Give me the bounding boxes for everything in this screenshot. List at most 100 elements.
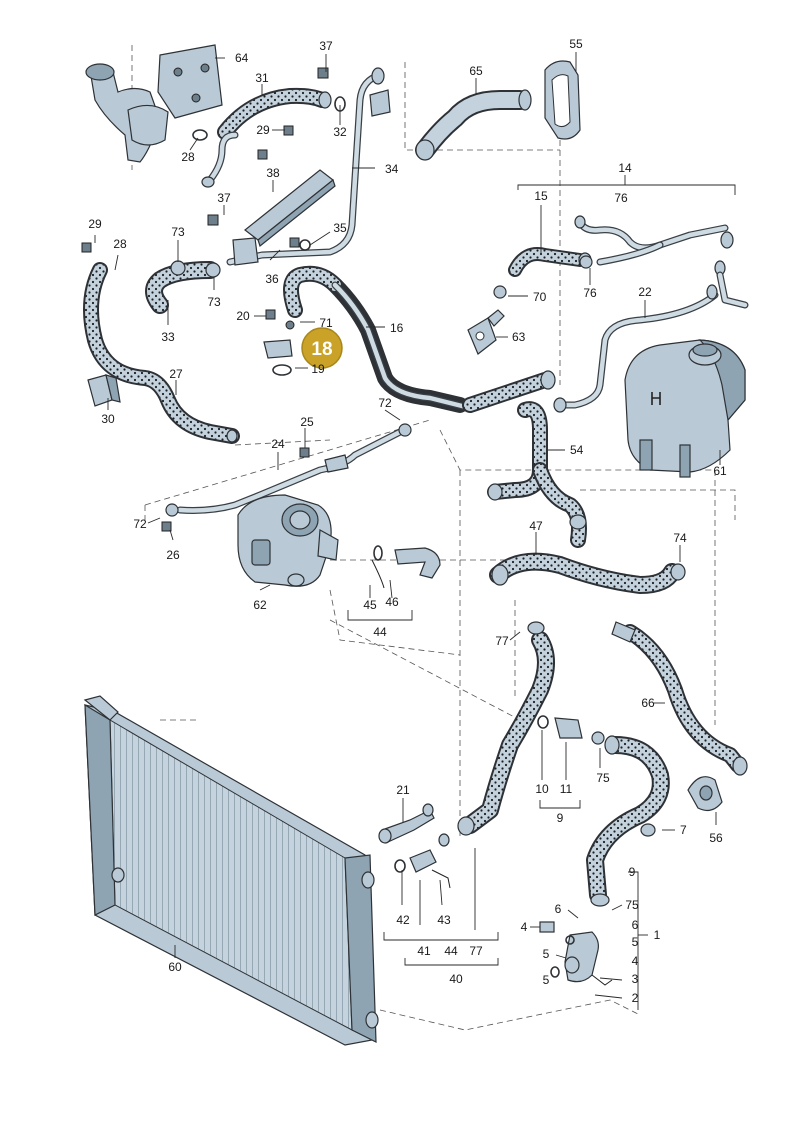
connector-46 bbox=[371, 545, 441, 589]
small-connectors-10-11 bbox=[537, 715, 656, 837]
bracket-63 bbox=[467, 309, 505, 355]
callout-40: 40 bbox=[449, 972, 463, 986]
callout-41: 41 bbox=[417, 944, 431, 958]
callout-5b: 5 bbox=[632, 935, 639, 949]
callout-63: 63 bbox=[512, 330, 526, 344]
hose-16 bbox=[283, 265, 556, 413]
radiator-60 bbox=[83, 695, 379, 1046]
callout-47: 47 bbox=[529, 519, 543, 533]
callout-11: 11 bbox=[560, 782, 573, 796]
connector-assembly-1 bbox=[539, 921, 613, 986]
callout-71: 71 bbox=[319, 316, 333, 330]
callout-42: 42 bbox=[396, 913, 410, 927]
callout-75b: 75 bbox=[625, 898, 639, 912]
expansion-tank-61 bbox=[624, 339, 746, 478]
callout-2: 2 bbox=[632, 991, 639, 1005]
callout-72b: 72 bbox=[133, 517, 147, 531]
callout-10: 10 bbox=[535, 782, 549, 796]
water-pump-62 bbox=[237, 494, 339, 587]
callout-5c: 5 bbox=[543, 973, 550, 987]
callout-77a: 77 bbox=[495, 634, 509, 648]
callout-46: 46 bbox=[385, 595, 399, 609]
callout-6b: 6 bbox=[632, 918, 639, 932]
callout-43: 43 bbox=[437, 913, 451, 927]
heat-shield-38 bbox=[244, 169, 336, 248]
callout-64: 64 bbox=[235, 51, 249, 65]
callout-76b: 76 bbox=[583, 286, 597, 300]
callout-5a: 5 bbox=[543, 947, 550, 961]
callout-37b: 37 bbox=[217, 191, 231, 205]
callout-73b: 73 bbox=[207, 295, 221, 309]
callout-6: 6 bbox=[555, 902, 562, 916]
bolts bbox=[81, 67, 329, 532]
callout-26: 26 bbox=[166, 548, 180, 562]
callout-9a: 9 bbox=[557, 811, 564, 825]
callout-7: 7 bbox=[680, 823, 687, 837]
hose-31 bbox=[217, 87, 346, 140]
callout-34: 34 bbox=[385, 162, 399, 176]
callout-54: 54 bbox=[570, 443, 584, 457]
coolant-flange-housing bbox=[85, 44, 223, 163]
callout-20: 20 bbox=[236, 309, 250, 323]
callout-25: 25 bbox=[300, 415, 314, 429]
callout-1: 1 bbox=[654, 928, 661, 942]
callout-55: 55 bbox=[569, 37, 583, 51]
callout-44b: 44 bbox=[444, 944, 458, 958]
callout-37a: 37 bbox=[319, 39, 333, 53]
hose-66 bbox=[611, 621, 748, 776]
callout-24: 24 bbox=[271, 437, 285, 451]
callout-38: 38 bbox=[266, 166, 280, 180]
callout-60: 60 bbox=[168, 960, 182, 974]
reference-lines bbox=[131, 45, 736, 1031]
callout-62: 62 bbox=[253, 598, 267, 612]
callout-30: 30 bbox=[101, 412, 115, 426]
callout-14: 14 bbox=[618, 161, 632, 175]
callout-21: 21 bbox=[396, 783, 410, 797]
hose-14-76 bbox=[574, 215, 749, 309]
hose-47 bbox=[489, 552, 686, 594]
callout-73a: 73 bbox=[171, 225, 185, 239]
pipe-22 bbox=[553, 284, 719, 413]
callout-35: 35 bbox=[333, 221, 347, 235]
callout-29b: 29 bbox=[88, 217, 102, 231]
callout-22: 22 bbox=[638, 285, 652, 299]
hose-27 bbox=[83, 262, 240, 444]
pipe-34 bbox=[226, 67, 391, 266]
flange-56 bbox=[687, 776, 723, 812]
highlight-badge[interactable]: 18 bbox=[301, 327, 343, 369]
radiator-connectors bbox=[378, 803, 451, 889]
clamp-70 bbox=[493, 255, 593, 299]
callout-29a: 29 bbox=[256, 123, 270, 137]
callout-27: 27 bbox=[169, 367, 183, 381]
hose-77 bbox=[457, 621, 555, 836]
callout-28a: 28 bbox=[181, 150, 195, 164]
callout-61: 61 bbox=[713, 464, 727, 478]
callout-28b: 28 bbox=[113, 237, 127, 251]
callout-36: 36 bbox=[265, 272, 279, 286]
callout-19: 19 bbox=[311, 362, 325, 376]
callout-4b: 4 bbox=[632, 954, 639, 968]
hose-54 bbox=[487, 401, 587, 548]
connector-tube-38-area bbox=[201, 131, 239, 188]
callout-32: 32 bbox=[333, 125, 347, 139]
callout-9b: 9 bbox=[629, 865, 636, 879]
callout-31: 31 bbox=[255, 71, 269, 85]
callout-66: 66 bbox=[641, 696, 655, 710]
callout-4: 4 bbox=[521, 920, 528, 934]
sensor-18 bbox=[263, 320, 295, 376]
callout-45: 45 bbox=[363, 598, 377, 612]
hose-9 bbox=[586, 735, 670, 907]
hose-65 bbox=[415, 89, 532, 161]
highlight-label: 18 bbox=[311, 339, 332, 360]
pipe-24 bbox=[165, 423, 412, 517]
callout-44a: 44 bbox=[373, 625, 387, 639]
callout-65: 65 bbox=[469, 64, 483, 78]
gasket-55 bbox=[544, 60, 581, 140]
leader-lines bbox=[94, 52, 736, 1010]
bracket-30 bbox=[87, 374, 121, 407]
callout-33: 33 bbox=[161, 330, 175, 344]
callout-70: 70 bbox=[533, 290, 547, 304]
